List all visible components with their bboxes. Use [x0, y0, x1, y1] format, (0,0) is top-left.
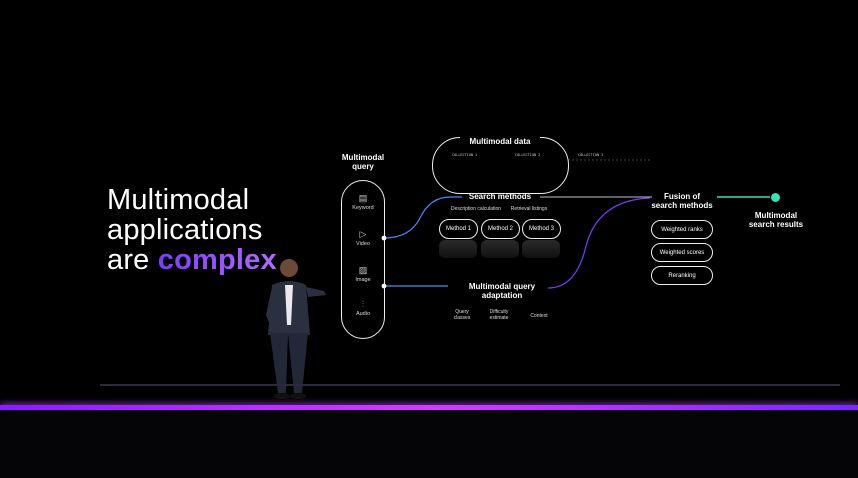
title-line-2: applications — [107, 214, 263, 246]
collection-3: COLLECTION 3 — [578, 153, 604, 157]
fusion-heading-line-1: Fusion of — [664, 192, 700, 201]
title-line-1: Multimodal — [107, 184, 250, 216]
query-item-keyword: ▤ Keyword — [342, 193, 384, 211]
method-2: Method 2 — [481, 219, 520, 239]
results-line-2: search results — [748, 220, 804, 229]
title-line-3: are complex — [107, 245, 277, 275]
collection-1: COLLECTION 1 — [452, 153, 478, 157]
query-item-label: Keyword — [352, 205, 374, 211]
adaptation-heading-line-1: Multimodal query — [468, 282, 536, 291]
presenter — [266, 259, 326, 399]
image-icon: ▨ — [358, 265, 368, 275]
query-item-label: Video — [356, 241, 370, 247]
adapt-item-context: Context — [530, 313, 548, 319]
audio-icon: ⫶ — [361, 299, 365, 309]
data-heading: Multimodal data — [460, 137, 540, 146]
collection-2: COLLECTION 2 — [515, 153, 541, 157]
adaptation-heading-line-2: adaptation — [481, 291, 523, 300]
fusion-weighted-ranks: Weighted ranks — [651, 220, 713, 239]
title-accent: complex — [157, 244, 277, 276]
results-label: Multimodal search results — [740, 211, 812, 229]
adapt-item-query-classes: Query classes — [453, 309, 471, 321]
method-1: Method 1 — [439, 219, 478, 239]
title-line-3-prefix: are — [107, 244, 158, 276]
query-heading: Multimodal query — [341, 153, 385, 171]
stage-light-strip — [0, 405, 858, 410]
video-icon: ▷ — [359, 229, 367, 239]
search-sub-retrieval: Retrieval listings — [510, 206, 548, 212]
fusion-heading-line-2: search methods — [651, 201, 713, 210]
results-endpoint-dot — [771, 193, 780, 202]
fusion-heading: Fusion of search methods — [640, 192, 724, 210]
query-item-label: Image — [355, 277, 371, 283]
stage-back-edge — [100, 384, 840, 386]
query-item-label: Audio — [355, 311, 371, 317]
stage-floor — [0, 410, 858, 478]
results-line-1: Multimodal — [754, 211, 798, 220]
slide-title: Multimodal applications are complex — [107, 185, 277, 275]
document-icon: ▤ — [358, 193, 368, 203]
search-sub-description: Description calculation — [450, 206, 502, 212]
method-3: Method 3 — [522, 219, 561, 239]
fusion-reranking: Reranking — [651, 266, 713, 285]
query-item-image: ▨ Image — [342, 265, 384, 283]
query-item-video: ▷ Video — [342, 229, 384, 247]
fusion-weighted-scores: Weighted scores — [651, 243, 713, 262]
query-item-audio: ⫶ Audio — [342, 299, 384, 317]
adapt-item-difficulty: Difficulty estimate — [489, 309, 509, 321]
method-1-shadow — [439, 240, 477, 258]
adaptation-heading: Multimodal query adaptation — [455, 282, 549, 300]
method-3-shadow — [522, 240, 560, 258]
method-2-shadow — [481, 240, 519, 258]
search-heading: Search methods — [468, 192, 532, 201]
query-modalities: ▤ Keyword ▷ Video ▨ Image ⫶ Audio — [341, 180, 385, 339]
